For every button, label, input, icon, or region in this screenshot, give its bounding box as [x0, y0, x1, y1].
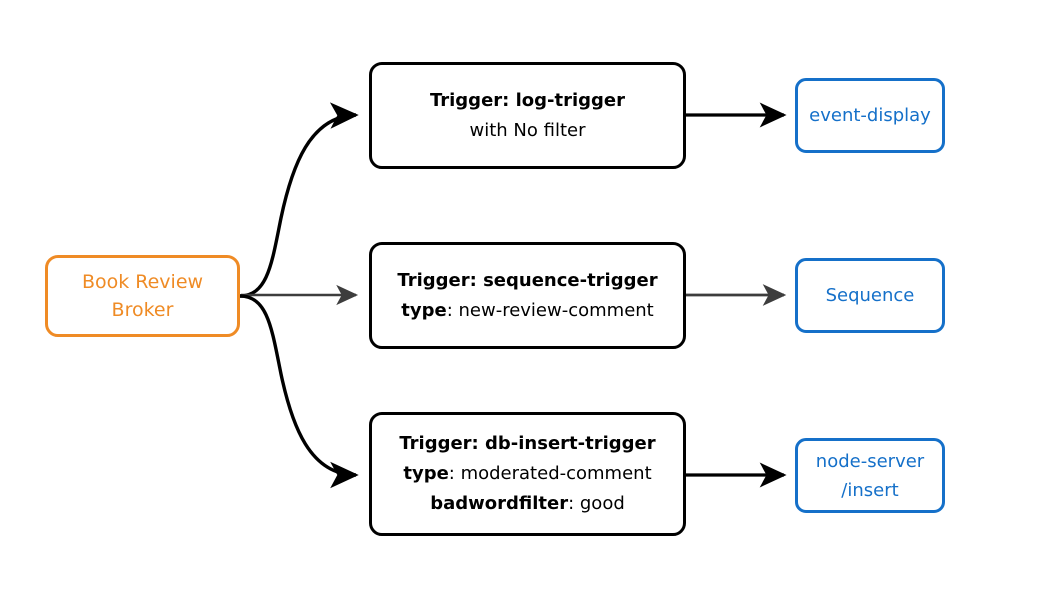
target-event-display-label: event-display — [809, 105, 931, 126]
broker-label-line-2: Broker — [111, 299, 174, 321]
node-trigger-sequence-trigger[interactable]: Trigger: sequence-trigger type: new-revi… — [369, 242, 686, 349]
broker-label-line-1: Book Review — [81, 271, 204, 293]
node-target-node-server-insert[interactable]: node-server /insert — [795, 438, 945, 513]
trigger-log-title: Trigger: log-trigger — [429, 89, 626, 111]
trigger-db-type-key: type — [403, 463, 449, 484]
node-target-event-display[interactable]: event-display — [795, 78, 945, 153]
node-trigger-log-trigger[interactable]: Trigger: log-trigger with No filter — [369, 62, 686, 169]
node-target-sequence[interactable]: Sequence — [795, 258, 945, 333]
trigger-sequence-detail-key: type — [401, 299, 447, 321]
edge-broker-to-db-insert-trigger — [239, 294, 359, 489]
edge-broker-to-log-trigger — [239, 102, 359, 298]
trigger-sequence-detail: type: new-review-comment — [401, 296, 653, 326]
target-sequence-label: Sequence — [825, 285, 915, 306]
trigger-log-detail: with No filter — [469, 119, 586, 141]
target-node-server-label-line-2: /insert — [841, 479, 899, 501]
trigger-db-title: Trigger: db-insert-trigger — [399, 433, 656, 454]
trigger-db-filter-key: badwordfilter — [430, 493, 569, 514]
trigger-sequence-detail-value: : new-review-comment — [446, 299, 654, 321]
target-node-server-label-line-1: node-server — [815, 450, 925, 472]
node-book-review-broker[interactable]: Book Review Broker — [45, 255, 240, 337]
trigger-db-detail-filter: badwordfilter: good — [430, 489, 625, 519]
trigger-sequence-title: Trigger: sequence-trigger — [397, 269, 658, 291]
trigger-db-filter-value: : good — [568, 493, 625, 514]
trigger-db-type-value: : moderated-comment — [448, 463, 652, 484]
node-trigger-db-insert-trigger[interactable]: Trigger: db-insert-trigger type: moderat… — [369, 412, 686, 536]
trigger-db-detail-type: type: moderated-comment — [403, 459, 651, 489]
